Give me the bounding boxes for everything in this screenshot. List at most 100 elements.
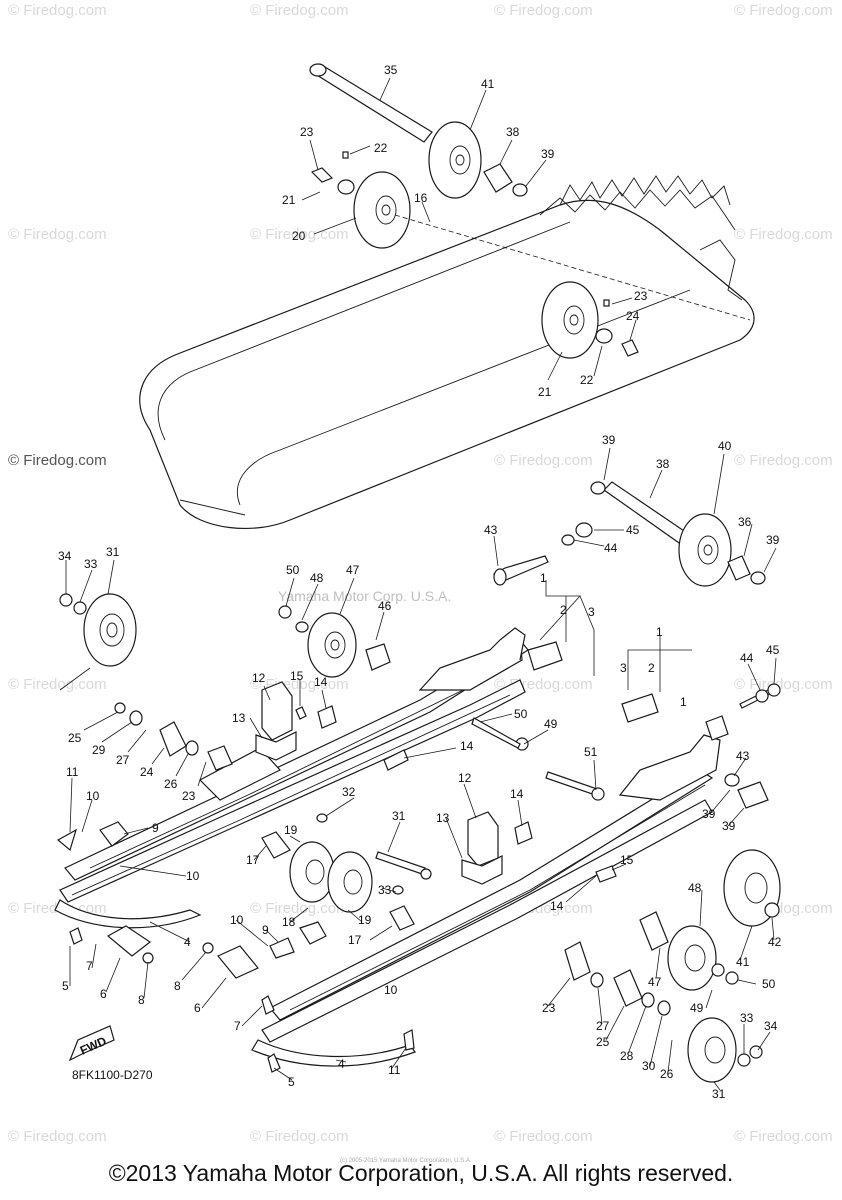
callout-13: 13 [232,711,246,725]
callout-25-b: 25 [596,1035,610,1049]
callout-15-b: 15 [620,853,634,867]
callout-7-b: 7 [234,1019,241,1033]
callout-5: 5 [62,979,69,993]
callout-43-b: 43 [736,749,750,763]
callout-11: 11 [66,765,79,779]
callout-51-b: 50 [762,977,776,991]
callout-31-b: 33 [740,1011,754,1025]
callout-14: 14 [314,675,328,689]
callout-39-c: 39 [766,533,780,547]
fwd-arrow-icon [68,1025,115,1062]
callout-41-b: 41 [736,955,750,969]
callout-38: 38 [506,125,520,139]
callout-46-b: 47 [648,975,662,989]
callout-34-b: 34 [764,1019,778,1033]
watermark: © Firedog.com [250,2,349,19]
right-slide-rail [251,734,721,1067]
callout-33-b: 33 [378,883,392,897]
callout-40: 40 [718,439,732,453]
watermark: © Firedog.com [8,1128,107,1145]
callout-21-b: 22 [580,373,594,387]
watermark: © Firedog.com [734,226,833,243]
track-belt [139,175,755,529]
callout-49: 49 [544,717,558,731]
callout-21: 21 [282,193,296,207]
copyright-notice: ©2013 Yamaha Motor Corporation, U.S.A. A… [108,1160,734,1186]
watermark: © Firedog.com [734,1128,833,1145]
callout-labels: 35 41 38 39 23 22 21 16 20 23 24 22 21 3… [58,63,782,1101]
callout-2: 2 [560,603,567,617]
callout-1: 1 [540,571,547,585]
callout-45-b: 45 [766,643,780,657]
rear-shaft-assembly [309,63,751,359]
callout-48: 48 [310,571,324,585]
callout-10-b: 10 [186,869,200,883]
callout-28-b: 28 [620,1049,634,1063]
mid-parts [99,641,781,945]
callout-20: 20 [292,229,306,243]
callout-9-b: 9 [262,923,269,937]
callout-6: 6 [100,987,107,1001]
callout-22-b: 23 [634,289,648,303]
fwd-label: FWD [78,1034,109,1058]
left-slide-rail [54,627,529,929]
watermark: © Firedog.com [734,676,833,693]
callout-43: 43 [484,523,498,537]
callout-32: 31 [392,809,406,823]
callout-23: 23 [300,125,314,139]
callout-17: 17 [246,853,260,867]
callout-27: 26 [164,777,178,791]
callout-20-b: 21 [538,385,552,399]
callout-24: 23 [182,789,196,803]
callout-50: 50 [514,707,528,721]
callout-15: 15 [290,669,304,683]
leader-lines [65,77,777,1091]
callout-8-b: 8 [138,993,145,1007]
callout-26-b: 26 [660,1067,674,1081]
callout-25: 24 [140,765,154,779]
callout-10-c: 10 [230,913,244,927]
callout-42: 42 [768,935,782,949]
callout-11-b: 11 [388,1063,401,1077]
callout-36: 36 [738,515,752,529]
callout-39: 39 [541,147,555,161]
callout-4-b: 4 [338,1057,345,1071]
callout-24-b: 23 [542,1001,556,1015]
lower-right-parts [564,849,781,1083]
callout-10-d: 10 [384,983,398,997]
callout-29: 29 [92,743,106,757]
callout-22: 22 [374,141,388,155]
callout-29-b: 30 [642,1059,656,1073]
callout-12: 12 [252,671,266,685]
callout-30-b: 31 [712,1087,726,1101]
callout-48-b: 49 [690,1001,704,1015]
callout-51: 50 [286,563,300,577]
lower-left-parts [56,828,415,1073]
callout-1-c: 1 [680,695,687,709]
callout-38-b: 39 [722,819,736,833]
watermark: © Firedog.com [8,676,107,693]
callout-35: 35 [384,63,398,77]
callout-14-c: 14 [510,787,524,801]
callout-27-b: 27 [596,1019,610,1033]
callout-7: 7 [86,959,93,973]
watermark: © Firedog.com [250,1128,349,1145]
diagram-code: 8FK1100-D270 [72,1068,153,1082]
watermark: © Firedog.com [734,2,833,19]
callout-10: 10 [86,789,100,803]
callout-37: 38 [656,457,670,471]
watermark: © Firedog.com [494,1128,593,1145]
callout-13-b: 13 [436,811,450,825]
watermark: © Firedog.com [8,2,107,19]
callout-18: 18 [282,915,296,929]
callout-26: 25 [68,731,82,745]
watermark-prominent: © Firedog.com [8,452,107,469]
watermark: © Firedog.com [8,226,107,243]
watermark: © Firedog.com [494,2,593,19]
callout-50-b: 51 [584,745,598,759]
callout-44: 44 [604,541,618,555]
watermark: © Firedog.com [250,900,349,917]
callout-19-b: 19 [358,913,372,927]
callout-31: 33 [84,557,98,571]
